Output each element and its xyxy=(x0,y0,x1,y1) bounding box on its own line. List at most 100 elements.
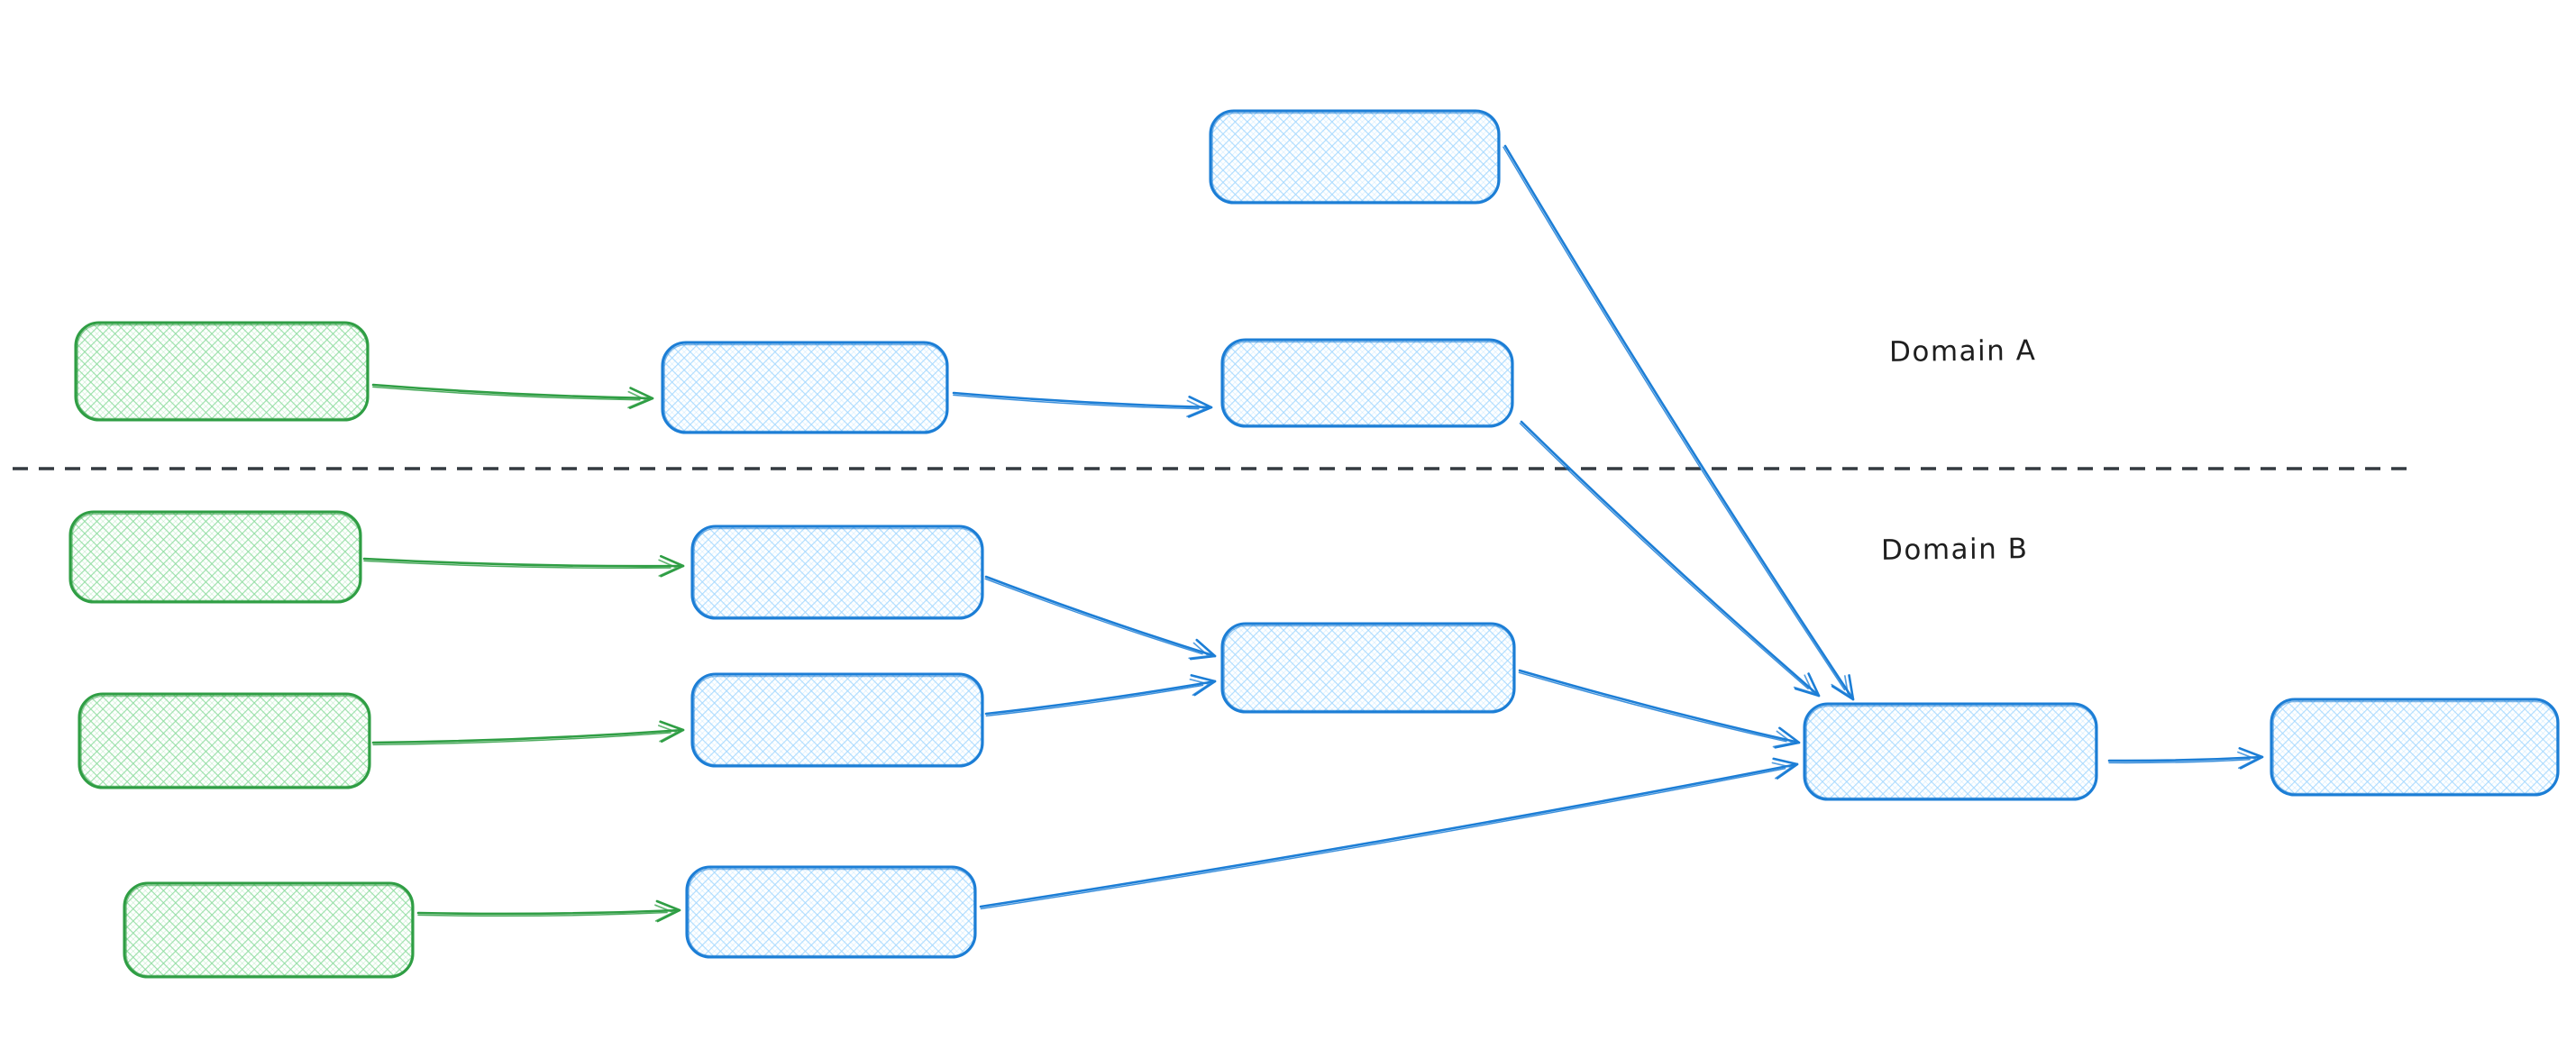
edge-a-step-1-to-step-2[interactable] xyxy=(952,391,1213,418)
aggregator-to-output-shaft-sketch xyxy=(2108,758,2251,764)
b-step-2-to-merge-shaft-sketch xyxy=(985,684,1204,717)
edge-b-step-2-to-merge[interactable] xyxy=(984,674,1217,717)
b-step-2-to-merge-arrowhead xyxy=(1189,678,1210,697)
domain-a-step-2-box-sketch xyxy=(1223,341,1512,426)
b-source-3-to-step-3-arrowhead xyxy=(654,904,674,922)
b-step-2-to-merge-shaft xyxy=(984,680,1217,716)
domain-b-merge-box[interactable] xyxy=(1220,622,1516,714)
domain-b-step-2-box-sketch xyxy=(693,675,982,766)
a-step-1-to-step-2-shaft xyxy=(952,391,1213,409)
a-extra-to-aggregator-shaft xyxy=(1503,144,1855,701)
edge-a-extra-to-aggregator[interactable] xyxy=(1503,144,1855,701)
aggregator-to-output-arrowhead xyxy=(2238,747,2264,770)
b-source-2-to-step-2-arrowhead xyxy=(659,720,685,743)
node-domain-a-source[interactable] xyxy=(74,321,370,422)
b-source-1-to-step-1-shaft xyxy=(362,557,685,568)
b-merge-to-aggregator-shaft xyxy=(1518,669,1801,744)
edge-b-step-3-to-aggregator[interactable] xyxy=(979,757,1799,910)
domain-a-step-2-box[interactable] xyxy=(1220,338,1514,428)
node-domain-b-source-3[interactable] xyxy=(123,881,415,979)
a-extra-to-aggregator-arrowhead xyxy=(1831,675,1850,697)
domain-a-source-box-sketch xyxy=(77,324,368,420)
output-box[interactable] xyxy=(2270,698,2560,797)
a-step-2-to-aggregator-shaft-sketch xyxy=(1519,423,1809,690)
node-aggregator[interactable] xyxy=(1803,702,2098,801)
a-source-to-step-1-arrowhead xyxy=(628,387,654,409)
b-source-1-to-step-1-arrowhead xyxy=(658,559,678,577)
domain-b-step-3-box[interactable] xyxy=(685,865,977,959)
aggregator-box[interactable] xyxy=(1803,702,2098,801)
edge-a-source-to-step-1[interactable] xyxy=(371,383,654,409)
b-merge-to-aggregator-arrowhead xyxy=(1772,730,1794,748)
b-step-1-to-merge-shaft xyxy=(984,575,1217,658)
b-step-3-to-aggregator-shaft xyxy=(979,762,1799,908)
domain-b-source-1-box[interactable] xyxy=(69,510,362,604)
b-step-1-to-merge-arrowhead xyxy=(1188,642,1210,660)
b-source-3-to-step-3-arrowhead xyxy=(655,899,681,923)
edge-b-merge-to-aggregator[interactable] xyxy=(1518,669,1801,749)
node-domain-b-step-3[interactable] xyxy=(685,865,977,959)
edge-b-source-3-to-step-3[interactable] xyxy=(416,899,681,923)
a-extra-to-aggregator-arrowhead xyxy=(1831,674,1855,701)
domain-b-source-2-box-sketch xyxy=(80,695,370,788)
domain-a-step-1-box[interactable] xyxy=(661,341,949,434)
node-domain-a-step-2[interactable] xyxy=(1220,338,1514,428)
edge-b-source-2-to-step-2[interactable] xyxy=(371,720,685,746)
domain-b-step-3-box-sketch xyxy=(688,868,975,957)
node-output[interactable] xyxy=(2270,698,2560,797)
a-step-1-to-step-2-arrowhead xyxy=(1187,396,1213,418)
a-step-2-to-aggregator-shaft xyxy=(1520,420,1821,698)
node-domain-b-source-2[interactable] xyxy=(78,692,371,789)
output-box-sketch xyxy=(2272,700,2558,795)
domain-a-label[interactable]: Domain A xyxy=(1888,334,2037,369)
a-step-1-to-step-2-arrowhead xyxy=(1186,399,1206,417)
a-step-2-to-aggregator-arrowhead xyxy=(1794,672,1821,698)
a-extra-to-aggregator-shaft-sketch xyxy=(1503,146,1846,691)
domain-b-source-3-box[interactable] xyxy=(123,881,415,979)
domain-b-step-2-box[interactable] xyxy=(690,672,984,768)
b-step-3-to-aggregator-arrowhead xyxy=(1772,757,1799,780)
domain-b-merge-box-sketch xyxy=(1223,625,1514,712)
aggregator-to-output-shaft xyxy=(2107,755,2264,762)
node-domain-a-extra-input[interactable] xyxy=(1209,109,1501,205)
b-source-1-to-step-1-arrowhead xyxy=(659,554,685,578)
b-merge-to-aggregator-arrowhead xyxy=(1774,726,1801,749)
node-domain-a-step-1[interactable] xyxy=(661,341,949,434)
b-source-2-to-step-2-shaft xyxy=(371,728,685,744)
a-step-2-to-aggregator-arrowhead xyxy=(1793,674,1814,694)
b-source-3-to-step-3-shaft xyxy=(416,908,681,916)
domain-a-source-box[interactable] xyxy=(74,321,370,422)
b-step-2-to-merge-arrowhead xyxy=(1190,674,1217,697)
node-domain-b-source-1[interactable] xyxy=(69,510,362,604)
a-step-1-to-step-2-shaft-sketch xyxy=(953,394,1200,410)
domain-b-source-2-box[interactable] xyxy=(78,692,371,789)
b-step-1-to-merge-shaft-sketch xyxy=(984,578,1203,655)
edge-b-source-1-to-step-1[interactable] xyxy=(362,554,685,578)
edge-aggregator-to-output[interactable] xyxy=(2107,747,2264,770)
domain-b-step-1-box-sketch xyxy=(693,527,982,618)
a-source-to-step-1-shaft-sketch xyxy=(372,386,641,401)
edge-a-step-2-to-aggregator[interactable] xyxy=(1519,420,1821,698)
node-domain-b-merge[interactable] xyxy=(1220,622,1516,714)
a-source-to-step-1-arrowhead xyxy=(627,390,647,409)
domain-b-source-3-box-sketch xyxy=(125,884,413,977)
b-step-3-to-aggregator-arrowhead xyxy=(1771,762,1793,780)
b-source-3-to-step-3-shaft-sketch xyxy=(417,911,668,917)
aggregator-box-sketch xyxy=(1805,705,2096,799)
domain-a-extra-input-box[interactable] xyxy=(1209,109,1501,205)
b-source-1-to-step-1-shaft-sketch xyxy=(363,560,671,570)
b-step-3-to-aggregator-shaft-sketch xyxy=(980,768,1786,910)
a-source-to-step-1-shaft xyxy=(371,383,654,400)
domain-b-label[interactable]: Domain B xyxy=(1880,533,2029,567)
edge-b-step-1-to-merge[interactable] xyxy=(984,575,1217,661)
b-merge-to-aggregator-shaft-sketch xyxy=(1518,671,1787,743)
b-source-2-to-step-2-arrowhead xyxy=(657,725,678,743)
aggregator-to-output-arrowhead xyxy=(2237,751,2257,770)
b-source-2-to-step-2-shaft-sketch xyxy=(372,732,671,746)
domain-b-step-1-box[interactable] xyxy=(690,524,984,620)
node-domain-b-step-1[interactable] xyxy=(690,524,984,620)
domain-a-extra-input-box-sketch xyxy=(1211,112,1499,203)
node-domain-b-step-2[interactable] xyxy=(690,672,984,768)
